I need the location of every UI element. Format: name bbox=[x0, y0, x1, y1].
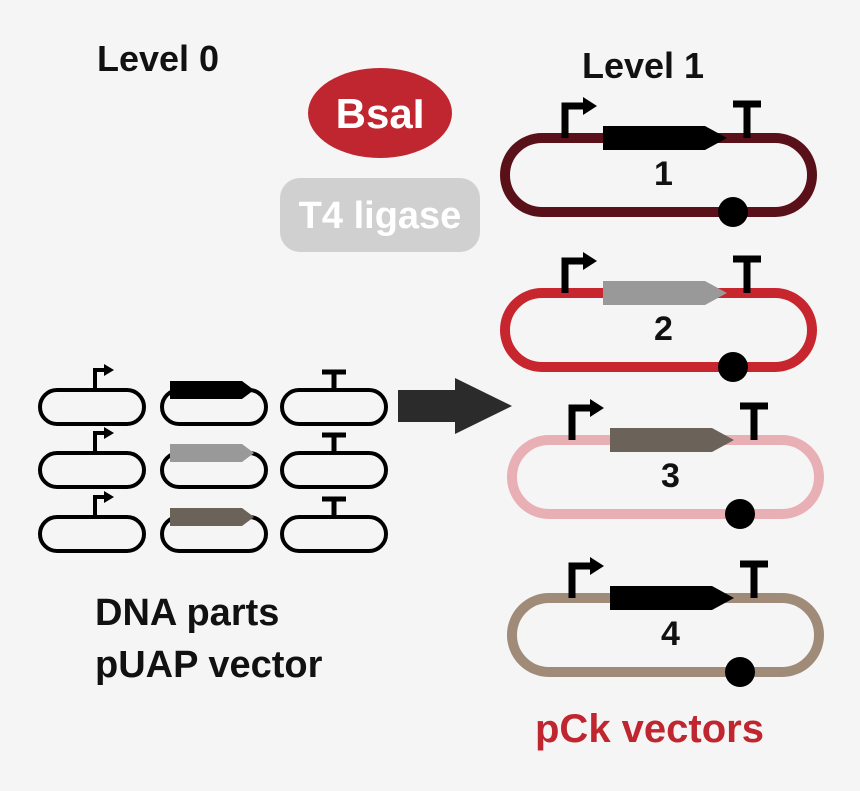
vector-backbone bbox=[280, 451, 388, 489]
promoter-icon bbox=[568, 562, 592, 598]
assembly-arrow bbox=[398, 378, 512, 434]
bsai-enzyme-badge: BsaI bbox=[308, 68, 452, 158]
promoter-icon bbox=[561, 102, 585, 138]
terminator-part-vector bbox=[280, 496, 388, 553]
vector-backbone bbox=[38, 515, 146, 553]
level1-plasmid: 4 bbox=[507, 557, 824, 687]
level1-title: Level 1 bbox=[582, 45, 704, 86]
terminator-icon bbox=[322, 432, 346, 453]
cds-part-vector bbox=[160, 508, 268, 553]
cds-arrow-icon bbox=[603, 281, 727, 305]
promoter-part-vector bbox=[38, 427, 146, 489]
promoter-icon bbox=[568, 404, 592, 440]
origin-dot-icon bbox=[725, 657, 755, 687]
promoter-icon bbox=[93, 368, 106, 390]
vector-backbone bbox=[38, 388, 146, 426]
vector-backbone bbox=[280, 515, 388, 553]
promoter-arrowhead-icon bbox=[104, 364, 114, 376]
t4-ligase-badge: T4 ligase bbox=[280, 178, 480, 252]
dna-parts-caption: DNA parts bbox=[95, 592, 279, 634]
promoter-arrowhead-icon bbox=[590, 557, 604, 575]
terminator-icon bbox=[733, 255, 761, 293]
cds-arrow-icon bbox=[170, 508, 254, 526]
plasmid-number-label: 3 bbox=[661, 457, 680, 495]
terminator-icon bbox=[740, 560, 768, 598]
terminator-icon bbox=[322, 496, 346, 517]
terminator-part-vector bbox=[280, 369, 388, 426]
promoter-arrowhead-icon bbox=[583, 97, 597, 115]
pck-vectors-caption: pCk vectors bbox=[535, 707, 764, 751]
terminator-icon bbox=[740, 402, 768, 440]
promoter-icon bbox=[561, 257, 585, 293]
level1-plasmids: 1 2 3 4 bbox=[500, 97, 824, 687]
t4-ligase-label: T4 ligase bbox=[299, 195, 462, 237]
promoter-icon bbox=[93, 495, 106, 517]
terminator-icon bbox=[322, 369, 346, 390]
plasmid-number-label: 4 bbox=[661, 615, 680, 653]
origin-dot-icon bbox=[725, 499, 755, 529]
bsai-label: BsaI bbox=[336, 90, 425, 137]
vector-backbone bbox=[38, 451, 146, 489]
level0-parts-grid bbox=[38, 364, 388, 553]
t4-ligase-badge-shape bbox=[280, 178, 480, 252]
puap-vector-caption: pUAP vector bbox=[95, 644, 323, 686]
promoter-icon bbox=[93, 431, 106, 453]
promoter-part-vector bbox=[38, 491, 146, 553]
bsai-badge-shape bbox=[308, 68, 452, 158]
origin-dot-icon bbox=[718, 352, 748, 382]
level1-plasmid: 1 bbox=[500, 97, 817, 227]
promoter-arrowhead-icon bbox=[104, 491, 114, 503]
level1-plasmid: 2 bbox=[500, 252, 817, 382]
cds-part-vector bbox=[160, 444, 268, 489]
promoter-part-vector bbox=[38, 364, 146, 426]
cds-part-vector bbox=[160, 381, 268, 426]
terminator-icon bbox=[733, 100, 761, 138]
level0-title: Level 0 bbox=[97, 38, 219, 79]
cds-arrow-icon bbox=[170, 381, 254, 399]
terminator-part-vector bbox=[280, 432, 388, 489]
promoter-arrowhead-icon bbox=[104, 427, 114, 439]
promoter-arrowhead-icon bbox=[590, 399, 604, 417]
cds-arrow-icon bbox=[603, 126, 727, 150]
cds-arrow-icon bbox=[610, 586, 734, 610]
promoter-arrowhead-icon bbox=[583, 252, 597, 270]
origin-dot-icon bbox=[718, 197, 748, 227]
plasmid-number-label: 1 bbox=[654, 155, 673, 193]
level1-plasmid: 3 bbox=[507, 399, 824, 529]
plasmid-number-label: 2 bbox=[654, 310, 673, 348]
cds-arrow-icon bbox=[170, 444, 254, 462]
cds-arrow-icon bbox=[610, 428, 734, 452]
vector-backbone bbox=[280, 388, 388, 426]
